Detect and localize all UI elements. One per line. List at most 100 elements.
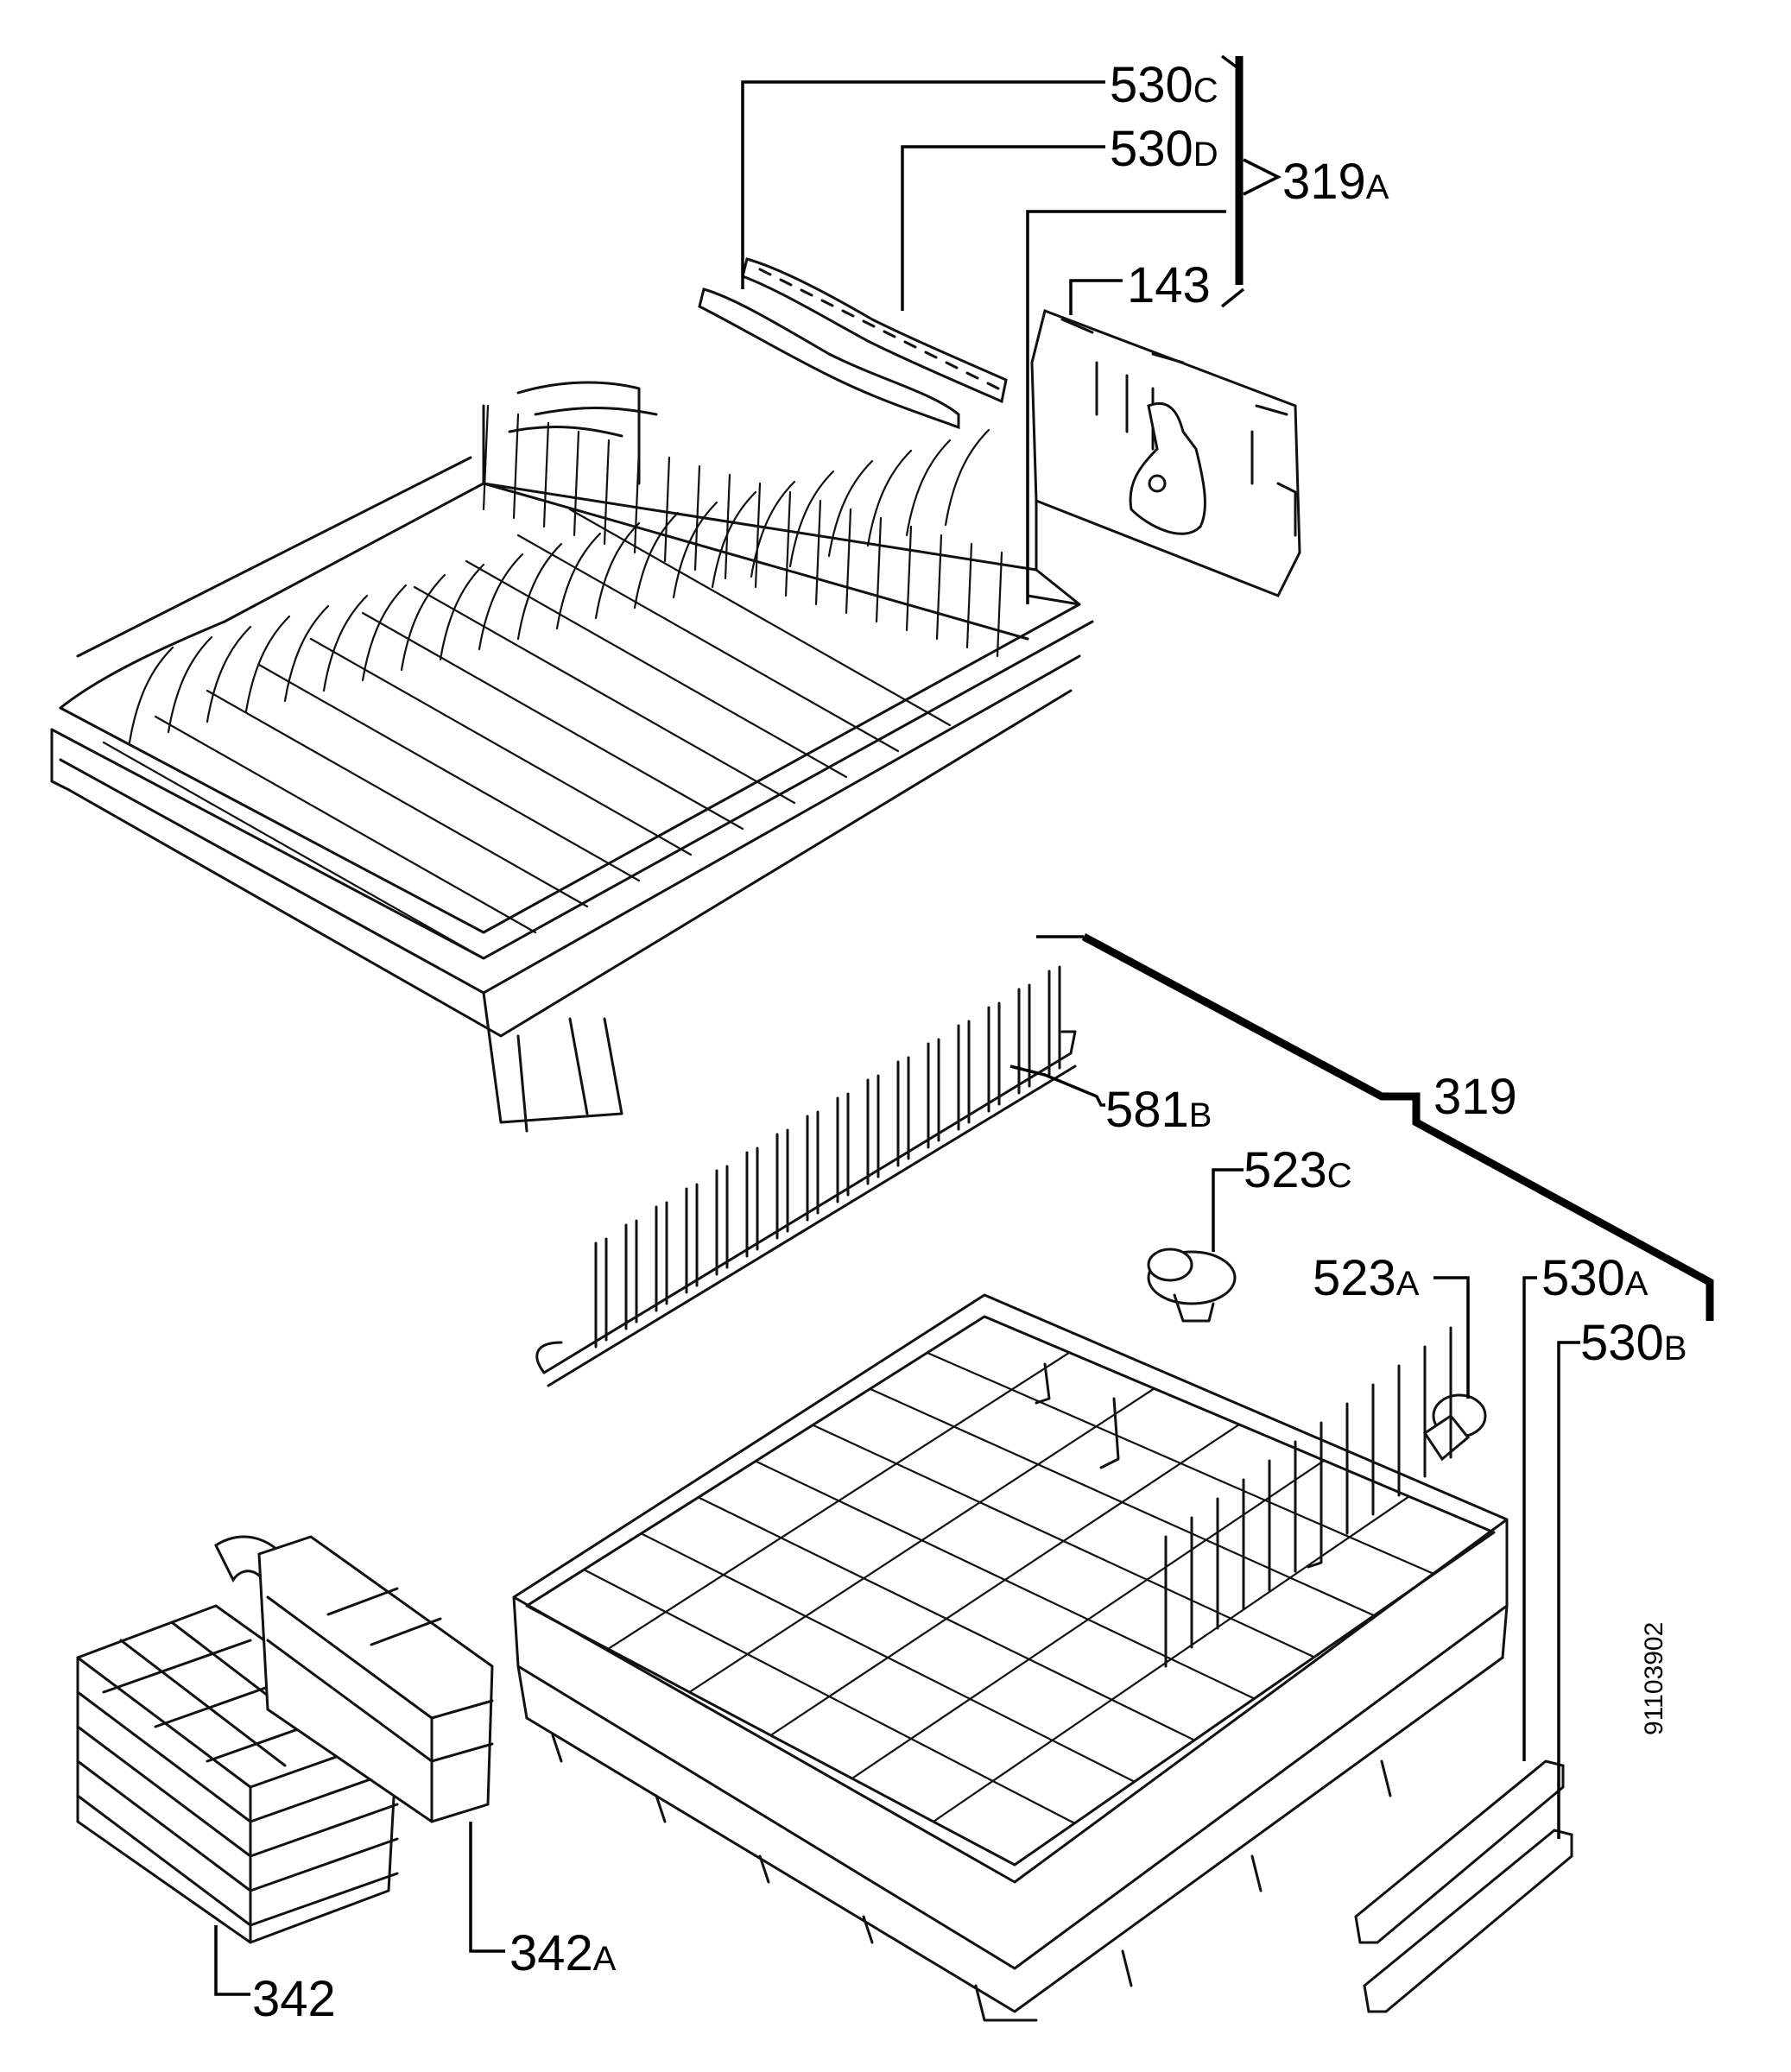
chain-link (758, 268, 772, 276)
svg-text:342: 342 (252, 1971, 336, 2027)
diagram-code: 91103902 (1640, 1622, 1668, 1735)
label-530d: 530D (1110, 121, 1218, 177)
upper-tine (754, 482, 762, 589)
svg-text:342A: 342A (509, 1925, 617, 1981)
chain-link (820, 299, 834, 307)
wheel-523a (1422, 1393, 1487, 1462)
chain-link (945, 361, 959, 370)
rail-strip-530d (741, 257, 1008, 404)
tine (987, 1001, 1001, 1113)
upper-tine (439, 563, 485, 661)
upper-tine (322, 594, 369, 692)
svg-text:581B: 581B (1105, 1082, 1212, 1138)
grid-wire (1013, 1531, 1496, 1867)
upper-tine (944, 428, 990, 527)
leader-lines (214, 54, 1714, 1996)
tine (957, 1020, 971, 1131)
tine (594, 1237, 608, 1349)
tine (836, 1092, 850, 1203)
svg-text:530D: 530D (1110, 121, 1218, 177)
rail-strip-530c (698, 287, 960, 430)
upper-tine (516, 542, 563, 641)
upper-tine (361, 584, 408, 682)
label-319a: 319A (1282, 154, 1389, 210)
chain-link (800, 288, 813, 297)
grid-wire (688, 1387, 1155, 1694)
label-523a: 523A (1313, 1250, 1420, 1306)
tine (745, 1147, 759, 1258)
handle-530a (1354, 1759, 1565, 1944)
upper-tine (542, 421, 550, 528)
upper-tine (603, 439, 611, 546)
chain-link (841, 309, 855, 318)
chain-link (924, 351, 938, 359)
upper-tine (478, 553, 524, 651)
svg-text:319A: 319A (1282, 154, 1389, 210)
upper-tine (965, 542, 973, 649)
label-530c: 530C (1110, 57, 1218, 113)
label-319: 319 (1433, 1069, 1517, 1125)
upper-tine (875, 516, 883, 623)
chain-link (883, 330, 896, 338)
upper-tine (996, 551, 1003, 658)
tine (896, 1056, 910, 1167)
upper-tine (512, 413, 520, 520)
label-342a: 342A (509, 1925, 617, 1981)
label-523c: 523C (1244, 1142, 1352, 1198)
svg-text:523A: 523A (1313, 1250, 1420, 1306)
tine (806, 1110, 820, 1222)
tine-row-581b (535, 965, 1077, 1387)
upper-tine (905, 439, 952, 537)
grid-wire (932, 1495, 1410, 1823)
svg-text:523C: 523C (1244, 1142, 1352, 1198)
tine (775, 1128, 789, 1240)
svg-text:319: 319 (1433, 1069, 1517, 1125)
tine (1017, 983, 1031, 1095)
upper-tine (633, 511, 680, 610)
tine (624, 1219, 638, 1330)
grid-wire (851, 1459, 1326, 1780)
upper-tine (555, 532, 602, 630)
upper-tine (827, 459, 874, 558)
svg-text:530A: 530A (1541, 1250, 1649, 1306)
lower-basket (512, 1293, 1509, 2022)
cutlery-basket-342a (257, 1535, 494, 1823)
tine (1047, 965, 1061, 1077)
label-143: 143 (1127, 257, 1211, 313)
adjuster-plate-143 (1030, 308, 1301, 597)
svg-text:143: 143 (1127, 257, 1211, 313)
tine (927, 1038, 940, 1149)
upper-tine (788, 470, 835, 568)
label-342: 342 (252, 1971, 336, 2027)
upper-tine (845, 508, 852, 615)
label-530a: 530A (1541, 1250, 1649, 1306)
upper-tine (244, 615, 291, 713)
upper-tine (594, 521, 641, 620)
upper-tine (866, 449, 913, 547)
upper-tine (935, 534, 943, 641)
upper-tine (711, 490, 757, 589)
upper-tine (663, 456, 671, 563)
chain-link (986, 382, 1000, 390)
label-530b: 530B (1580, 1315, 1687, 1371)
upper-tine (750, 480, 796, 578)
chain-link (779, 278, 793, 287)
tine (655, 1201, 668, 1312)
tine (685, 1183, 699, 1294)
handle-530b (1363, 1829, 1573, 2013)
upper-tine (905, 525, 913, 632)
upper-tine (482, 404, 490, 511)
grid-wire (607, 1351, 1071, 1651)
chain-link (903, 340, 917, 349)
grid-wire (769, 1423, 1241, 1737)
upper-tine (784, 490, 792, 597)
svg-text:530B: 530B (1580, 1315, 1687, 1371)
upper-tine (128, 646, 174, 744)
chain-link (965, 371, 979, 380)
wheel-523c (1147, 1248, 1237, 1323)
upper-tine (814, 499, 822, 606)
tine (866, 1074, 880, 1185)
upper-basket (50, 381, 1094, 1133)
upper-tine (573, 430, 580, 537)
